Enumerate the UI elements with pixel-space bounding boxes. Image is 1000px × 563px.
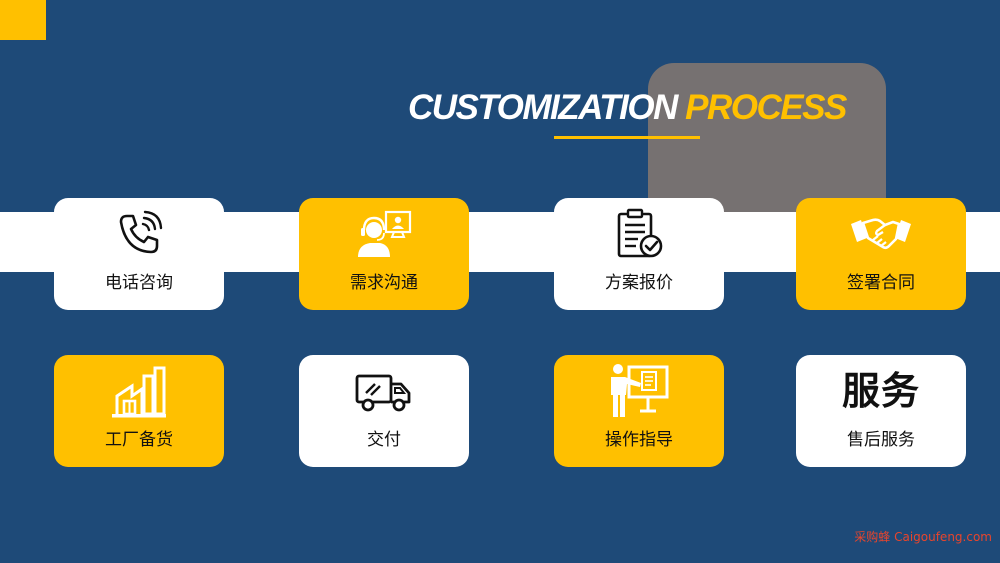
step-label: 电话咨询 — [105, 273, 173, 293]
customer-service-icon — [354, 208, 414, 260]
presentation-icon — [607, 364, 671, 417]
handshake-icon — [849, 208, 913, 260]
step-card-phone-consult[interactable]: 电话咨询 — [54, 198, 224, 310]
step-label: 售后服务 — [847, 430, 915, 450]
service-text-icon: 服务 — [842, 365, 920, 417]
corner-accent — [0, 0, 46, 40]
step-label: 操作指导 — [605, 430, 673, 450]
page-title: CUSTOMIZATION PROCESS — [408, 88, 847, 128]
step-label: 工厂备货 — [105, 430, 173, 450]
step-card-delivery[interactable]: 交付 — [299, 355, 469, 467]
clipboard-check-icon — [611, 208, 667, 260]
step-label: 需求沟通 — [350, 273, 418, 293]
step-card-requirement-communication[interactable]: 需求沟通 — [299, 198, 469, 310]
watermark: 采购蜂 Caigoufeng.com — [854, 530, 992, 544]
service-icon-text: 服务 — [841, 369, 920, 413]
step-card-proposal-quote[interactable]: 方案报价 — [554, 198, 724, 310]
title-underline — [554, 136, 700, 139]
title-word-process: PROCESS — [685, 88, 847, 127]
step-label: 交付 — [367, 430, 401, 450]
step-card-sign-contract[interactable]: 签署合同 — [796, 198, 966, 310]
title-word-customization: CUSTOMIZATION — [408, 88, 678, 127]
step-label: 方案报价 — [605, 273, 673, 293]
step-card-operation-guidance[interactable]: 操作指导 — [554, 355, 724, 467]
step-card-after-sales-service[interactable]: 服务 售后服务 — [796, 355, 966, 467]
step-card-factory-stocking[interactable]: 工厂备货 — [54, 355, 224, 467]
factory-icon — [109, 365, 169, 418]
step-label: 签署合同 — [847, 273, 915, 293]
delivery-truck-icon — [353, 365, 415, 417]
phone-icon — [114, 208, 164, 260]
